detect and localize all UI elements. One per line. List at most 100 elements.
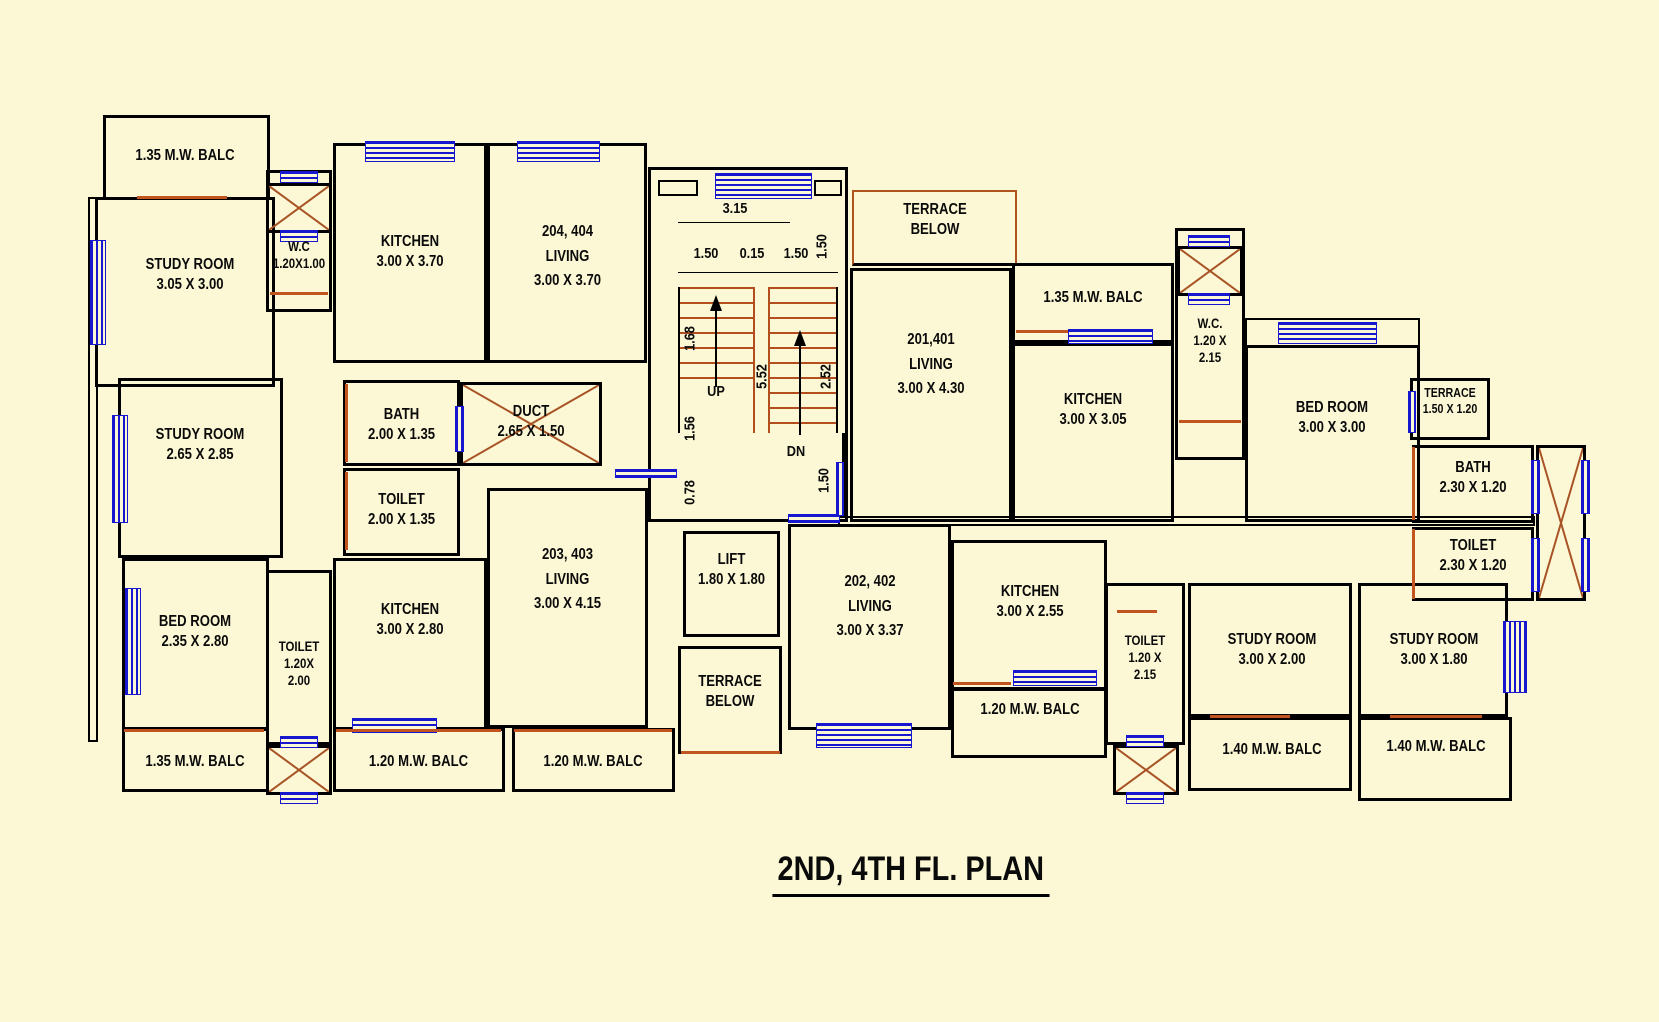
door-opening <box>514 729 672 732</box>
room-label: 1.40 M.W. BALC <box>1206 740 1337 760</box>
window-icon <box>836 462 844 516</box>
window-icon <box>1531 538 1540 592</box>
room-label-line: TOILET <box>1449 537 1497 554</box>
room-label: 1.35 M.W. BALC <box>124 146 247 166</box>
room-label-line: KITCHEN <box>1000 583 1060 600</box>
dim-landing-right: 1.50 <box>813 234 831 259</box>
room-label-line: KITCHEN <box>380 601 440 618</box>
window-icon <box>280 736 318 748</box>
room-label-line: BED ROOM <box>1295 399 1369 416</box>
room-label-line: 1.35 M.W. BALC <box>145 753 245 770</box>
window-icon <box>365 141 455 162</box>
room-label-line: 1.20 M.W. BALC <box>980 701 1080 718</box>
room-label: STUDY ROOM 3.00 X 1.80 <box>1373 630 1494 669</box>
door-opening <box>345 472 348 550</box>
stair-landing-panel <box>658 180 698 196</box>
window-icon <box>280 792 318 804</box>
up-arrow-icon <box>710 295 722 387</box>
window-icon <box>125 588 141 695</box>
room-label-line: BATH <box>1455 459 1491 476</box>
room-living-201 <box>850 268 1012 522</box>
stair-wall <box>678 287 680 433</box>
stair-divider <box>753 287 770 433</box>
duct-x-icon <box>1536 445 1586 601</box>
dim-up-run: 1.68 <box>681 326 699 351</box>
stair-up-label: UP <box>707 383 725 400</box>
door-opening <box>1179 420 1241 423</box>
room-label-line: 203, 403 <box>541 546 594 563</box>
window-icon <box>788 514 840 523</box>
room-label-line: LIVING <box>545 570 590 588</box>
dim-dn-run: 2.52 <box>817 364 835 389</box>
room-label-line: 2.00 <box>287 672 311 689</box>
door-opening <box>1412 529 1415 599</box>
room-label-line: 2.15 <box>1198 349 1222 366</box>
room-label-line: TOILET <box>278 638 320 654</box>
room-label-line: BELOW <box>910 220 960 238</box>
door-opening <box>124 729 264 732</box>
window-icon <box>816 723 912 748</box>
room-label-line: TOILET <box>1124 632 1166 648</box>
stair-landing-panel <box>814 180 842 196</box>
window-icon <box>1126 735 1164 747</box>
room-label-line: 3.00 X 4.30 <box>897 380 965 398</box>
room-label-line: 1.20 X <box>1193 332 1227 349</box>
balcony-bottom-right-2 <box>1358 717 1512 801</box>
room-label-line: W.C. <box>1197 315 1223 331</box>
down-arrow-icon <box>794 330 806 435</box>
room-label-line: 202, 402 <box>844 573 896 590</box>
room-label-line: 2.65 X 2.85 <box>166 445 234 463</box>
balcony-202 <box>951 688 1107 758</box>
room-study-mid-left <box>118 378 283 558</box>
window-icon <box>280 230 318 242</box>
room-label-line: 201,401 <box>907 331 955 348</box>
dim-run-left: 1.50 <box>693 245 719 262</box>
room-label-line: TERRACE <box>903 201 967 218</box>
terrace-below-top <box>852 190 1017 266</box>
window-icon <box>280 171 318 183</box>
door-opening <box>1390 715 1482 718</box>
room-label-line: 3.00 X 3.70 <box>376 252 444 270</box>
room-living-203 <box>487 488 648 728</box>
room-label-line: 3.00 X 2.55 <box>996 602 1064 620</box>
window-icon <box>1581 538 1590 592</box>
room-label-line: DUCT <box>512 403 550 420</box>
stair-dn-label: DN <box>786 443 806 460</box>
room-label-line: 1.40 M.W. BALC <box>1386 738 1486 755</box>
room-label-line: LIVING <box>545 247 590 265</box>
window-icon <box>1581 460 1590 514</box>
room-label-line: 2.30 X 1.20 <box>1439 556 1507 574</box>
stair-flight-down <box>770 287 838 433</box>
room-label-line: 3.00 X 2.00 <box>1238 650 1306 668</box>
room-label-line: 3.05 X 3.00 <box>156 275 224 293</box>
room-label-line: 1.20 M.W. BALC <box>368 753 469 770</box>
dim-stair-top-width: 3.15 <box>722 200 748 217</box>
room-label-line: 2.00 X 1.35 <box>367 510 436 528</box>
room-label-line: 3.00 X 4.15 <box>533 595 602 613</box>
window-icon <box>715 173 812 199</box>
duct-x-icon <box>1177 246 1243 296</box>
door-opening <box>345 384 348 462</box>
room-label: 1.20 M.W. BALC <box>351 752 486 772</box>
wc-shaft-right <box>1175 228 1245 460</box>
room-label: TOILET 2.30 X 1.20 <box>1425 536 1522 575</box>
window-icon <box>1278 322 1377 344</box>
room-label-line: BELOW <box>705 692 755 710</box>
room-label-line: 3.00 X 1.80 <box>1400 650 1468 668</box>
room-label: 1.20 M.W. BALC <box>969 700 1092 720</box>
door-opening <box>1210 715 1290 718</box>
room-label-line: STUDY ROOM <box>1389 631 1479 648</box>
window-icon <box>1188 293 1230 305</box>
room-label-line: 2.30 X 1.20 <box>1439 478 1507 496</box>
window-icon <box>1408 391 1416 433</box>
window-icon <box>1188 235 1230 247</box>
